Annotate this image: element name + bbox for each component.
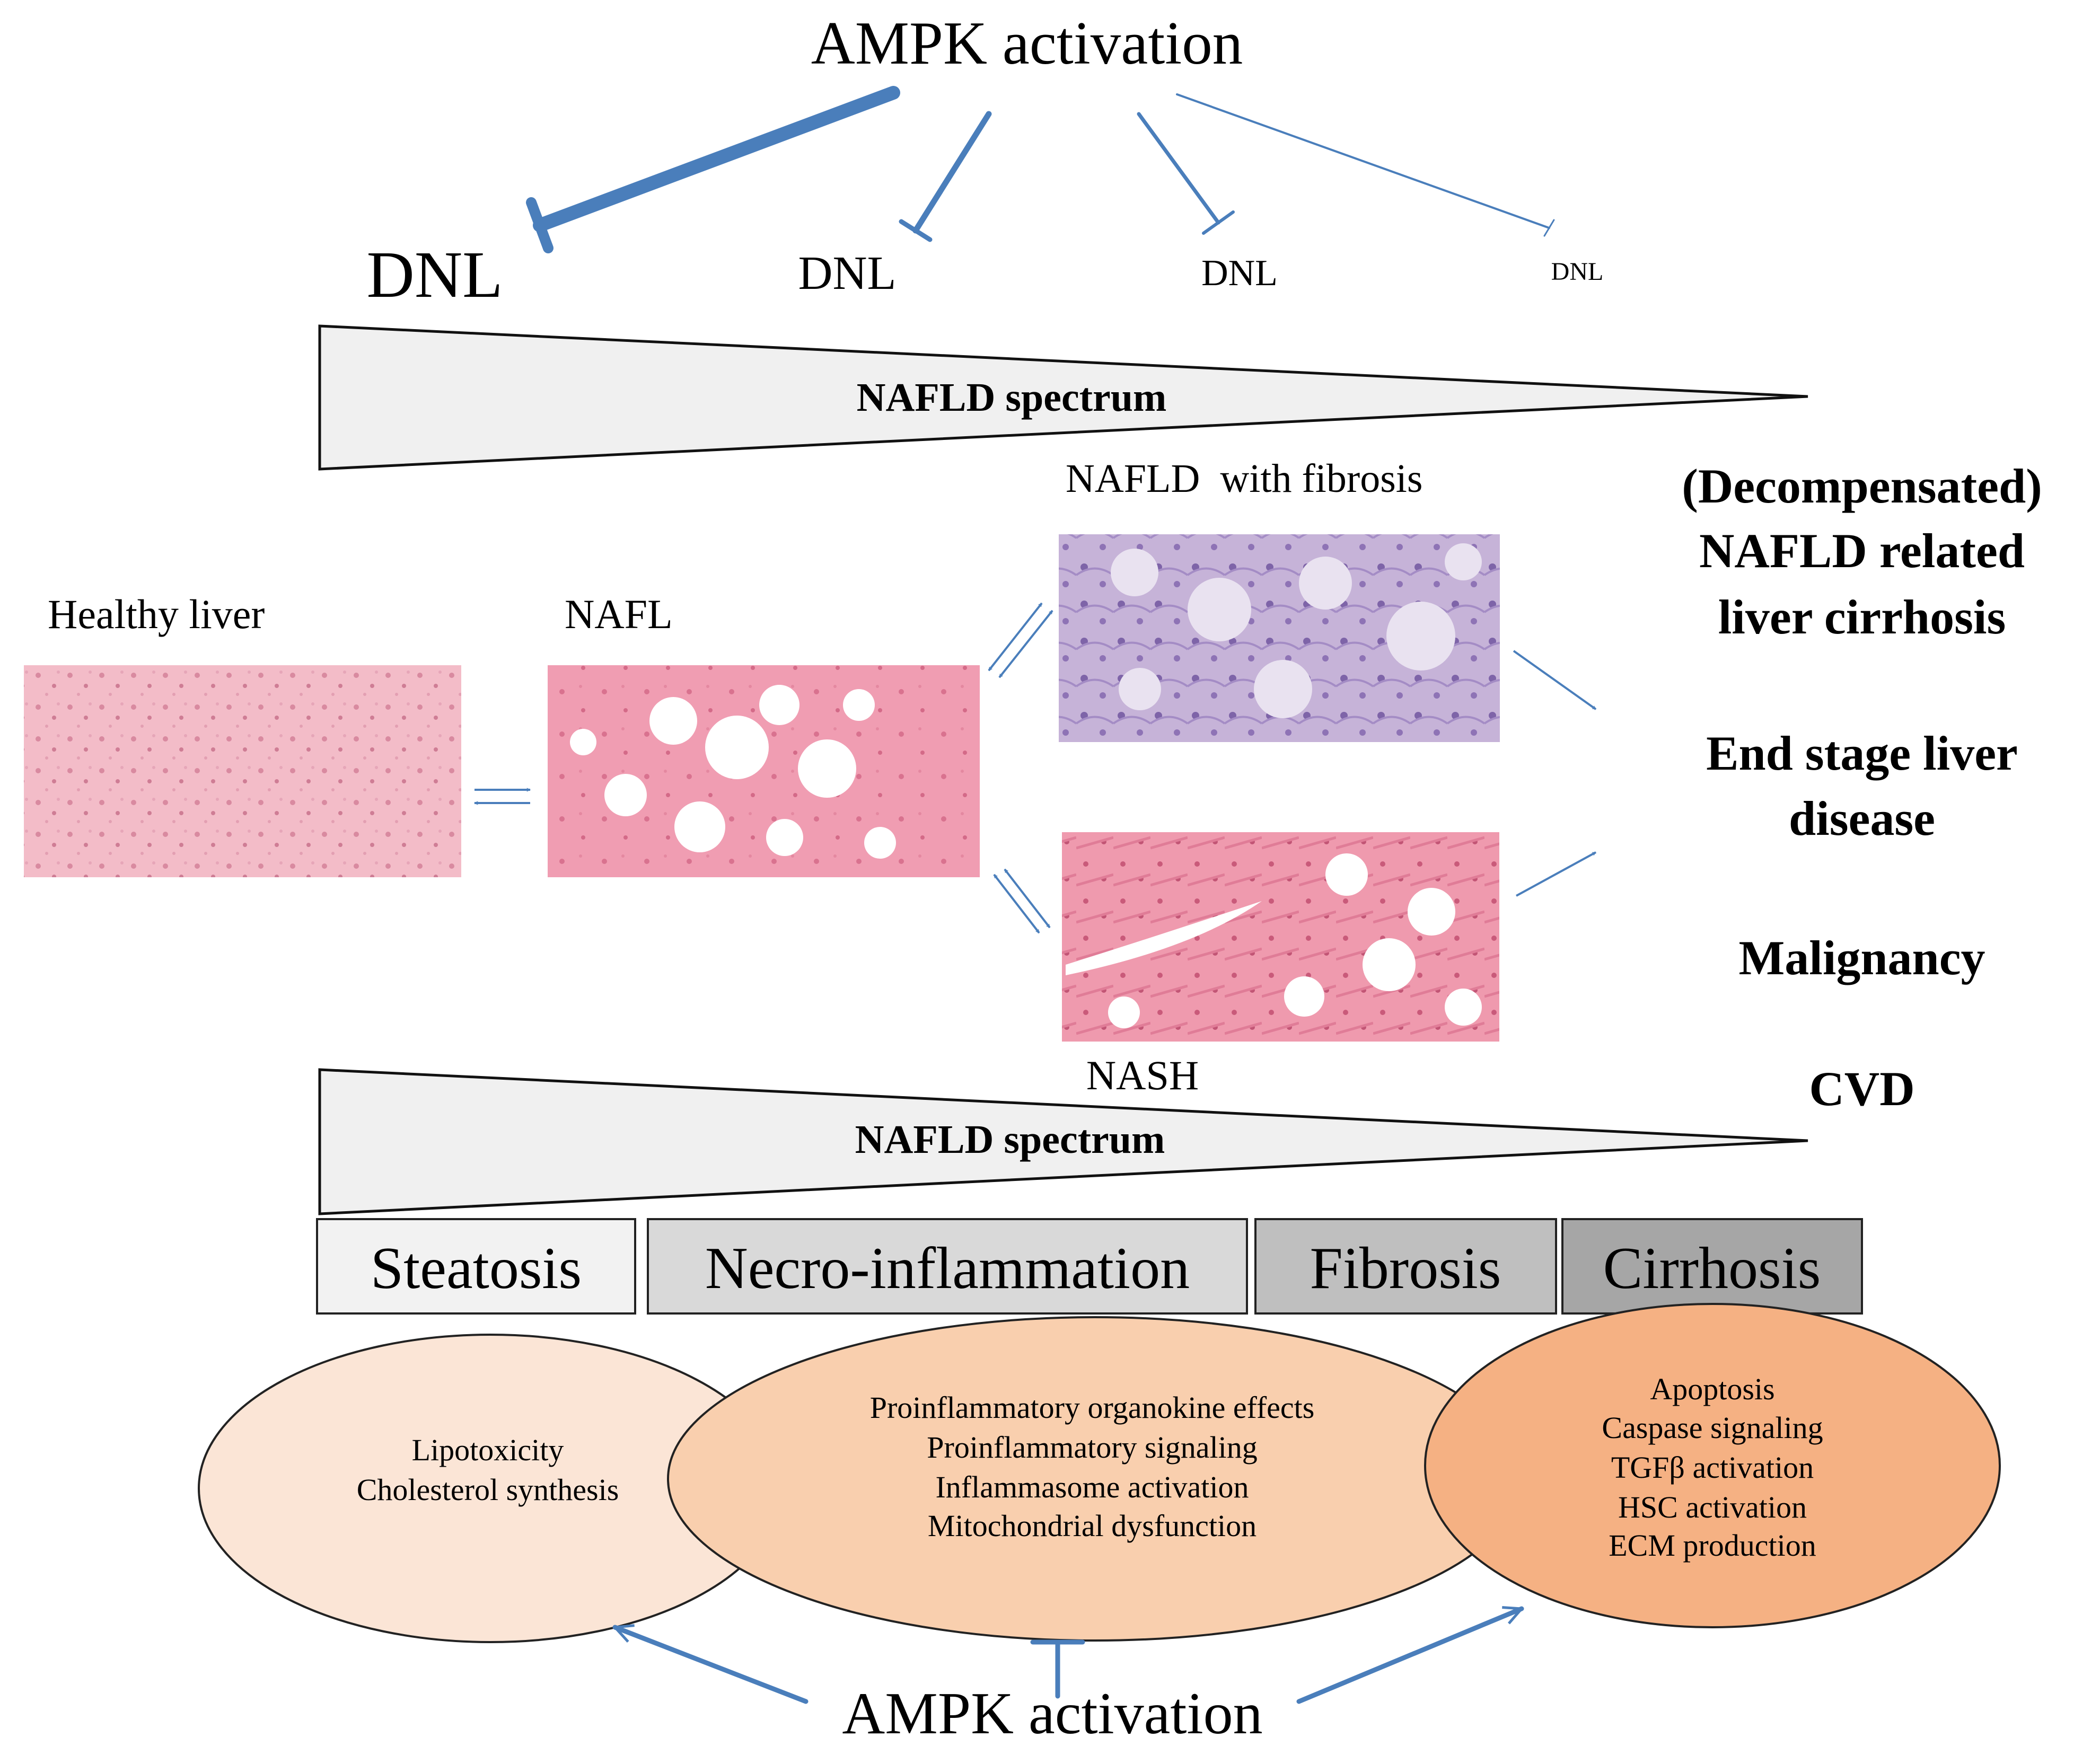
ellipse-left-line-2: Cholesterol synthesis <box>357 1472 619 1507</box>
inhibit-bar-1 <box>526 197 553 253</box>
inhibit-line-1 <box>533 86 900 232</box>
outcome-malignancy: Malignancy <box>1738 931 1985 985</box>
dnl-label-1: DNL <box>367 239 503 312</box>
healthy-liver-label: Healthy liver <box>48 591 265 637</box>
ellipse-middle-line-4: Mitochondrial dysfunction <box>928 1509 1257 1543</box>
ampk-arrow-left <box>615 1627 809 1704</box>
stage-boxes: Steatosis Necro-inflammation Fibrosis Ci… <box>316 1218 1863 1315</box>
outcomes: (Decompensated) NAFLD related liver cirr… <box>1682 459 2042 1116</box>
stage-fibrosis-label: Fibrosis <box>1310 1236 1501 1301</box>
inhibit-bar-2 <box>899 219 933 242</box>
ellipse-right-line-5: ECM production <box>1609 1528 1816 1563</box>
ellipse-right-text: Apoptosis Caspase signaling TGFβ activat… <box>1602 1372 1823 1563</box>
nafl-image <box>548 665 980 877</box>
bottom-ampk-arrows <box>615 1609 1522 1704</box>
inhibit-line-2 <box>912 111 992 234</box>
inhibit-bar-3 <box>1202 210 1235 235</box>
nash-outcome-arrow <box>1516 851 1596 897</box>
fibrosis-image <box>1059 534 1500 742</box>
outcome-decomp-3: liver cirrhosis <box>1718 590 2006 644</box>
outcome-endstage-1: End stage liver <box>1706 726 2018 780</box>
stage-box-necro <box>647 1218 1248 1315</box>
stage-box-cirrhosis <box>1561 1218 1863 1315</box>
ellipse-middle-line-3: Inflammasome activation <box>935 1470 1249 1504</box>
top-inhibition-lines <box>526 86 1555 253</box>
stage-box-steatosis <box>316 1218 636 1315</box>
spectrum-wedge-bottom <box>318 1068 1808 1215</box>
fibrosis-outcome-arrow <box>1513 650 1597 710</box>
ellipse-fibrogenesis <box>1424 1303 2001 1628</box>
histology-arrows <box>475 602 1597 934</box>
dnl-label-3: DNL <box>1201 253 1278 294</box>
outcome-decomp-2: NAFLD related <box>1699 524 2025 578</box>
nafl-nash-arrow-2 <box>1004 868 1051 929</box>
healthy-liver-image <box>24 665 461 877</box>
stage-box-fibrosis <box>1254 1218 1557 1315</box>
dnl-label-2: DNL <box>798 247 897 299</box>
ellipse-right-line-4: HSC activation <box>1618 1490 1807 1524</box>
ellipse-right-line-2: Caspase signaling <box>1602 1410 1823 1445</box>
outcome-endstage-2: disease <box>1789 791 1935 845</box>
ellipse-middle-line-1: Proinflammatory organokine effects <box>870 1390 1315 1425</box>
ellipse-right-line-3: TGFβ activation <box>1611 1450 1814 1485</box>
outcome-decomp-1: (Decompensated) <box>1682 459 2042 513</box>
nafl-label: NAFL <box>565 591 673 637</box>
ellipse-middle-text: Proinflammatory organokine effects Proin… <box>870 1390 1315 1543</box>
spectrum-label-top: NAFLD spectrum <box>857 375 1167 420</box>
nafl-fibrosis-arrow <box>988 602 1043 672</box>
spectrum-label-bottom: NAFLD spectrum <box>855 1117 1165 1162</box>
inhibit-bar-4 <box>1543 219 1555 237</box>
stage-steatosis-label: Steatosis <box>371 1236 582 1301</box>
ellipse-right-line-1: Apoptosis <box>1650 1372 1774 1406</box>
ellipse-left-line-1: Lipotoxicity <box>412 1433 564 1467</box>
inhibit-line-3 <box>1137 112 1220 225</box>
nash-image <box>1062 832 1499 1042</box>
ellipse-middle-line-2: Proinflammatory signaling <box>927 1430 1257 1465</box>
stage-cirrhosis-label: Cirrhosis <box>1603 1236 1821 1301</box>
outcome-cvd: CVD <box>1809 1062 1914 1116</box>
stage-necro-label: Necro-inflammation <box>705 1236 1190 1301</box>
ampk-top-label: AMPK activation <box>811 10 1243 77</box>
ellipse-left-text: Lipotoxicity Cholesterol synthesis <box>357 1433 619 1507</box>
ampk-arrow-right <box>1296 1609 1522 1704</box>
ampk-bottom-label: AMPK activation <box>842 1681 1262 1747</box>
dnl-label-4: DNL <box>1551 258 1604 286</box>
nash-label: NASH <box>1086 1052 1199 1098</box>
inhibit-line-4 <box>1176 93 1550 229</box>
nafl-fibrosis-arrow-2 <box>998 610 1053 678</box>
spectrum-wedge-top <box>318 324 1808 471</box>
fibrosis-label: NAFLD with fibrosis <box>1066 456 1422 501</box>
